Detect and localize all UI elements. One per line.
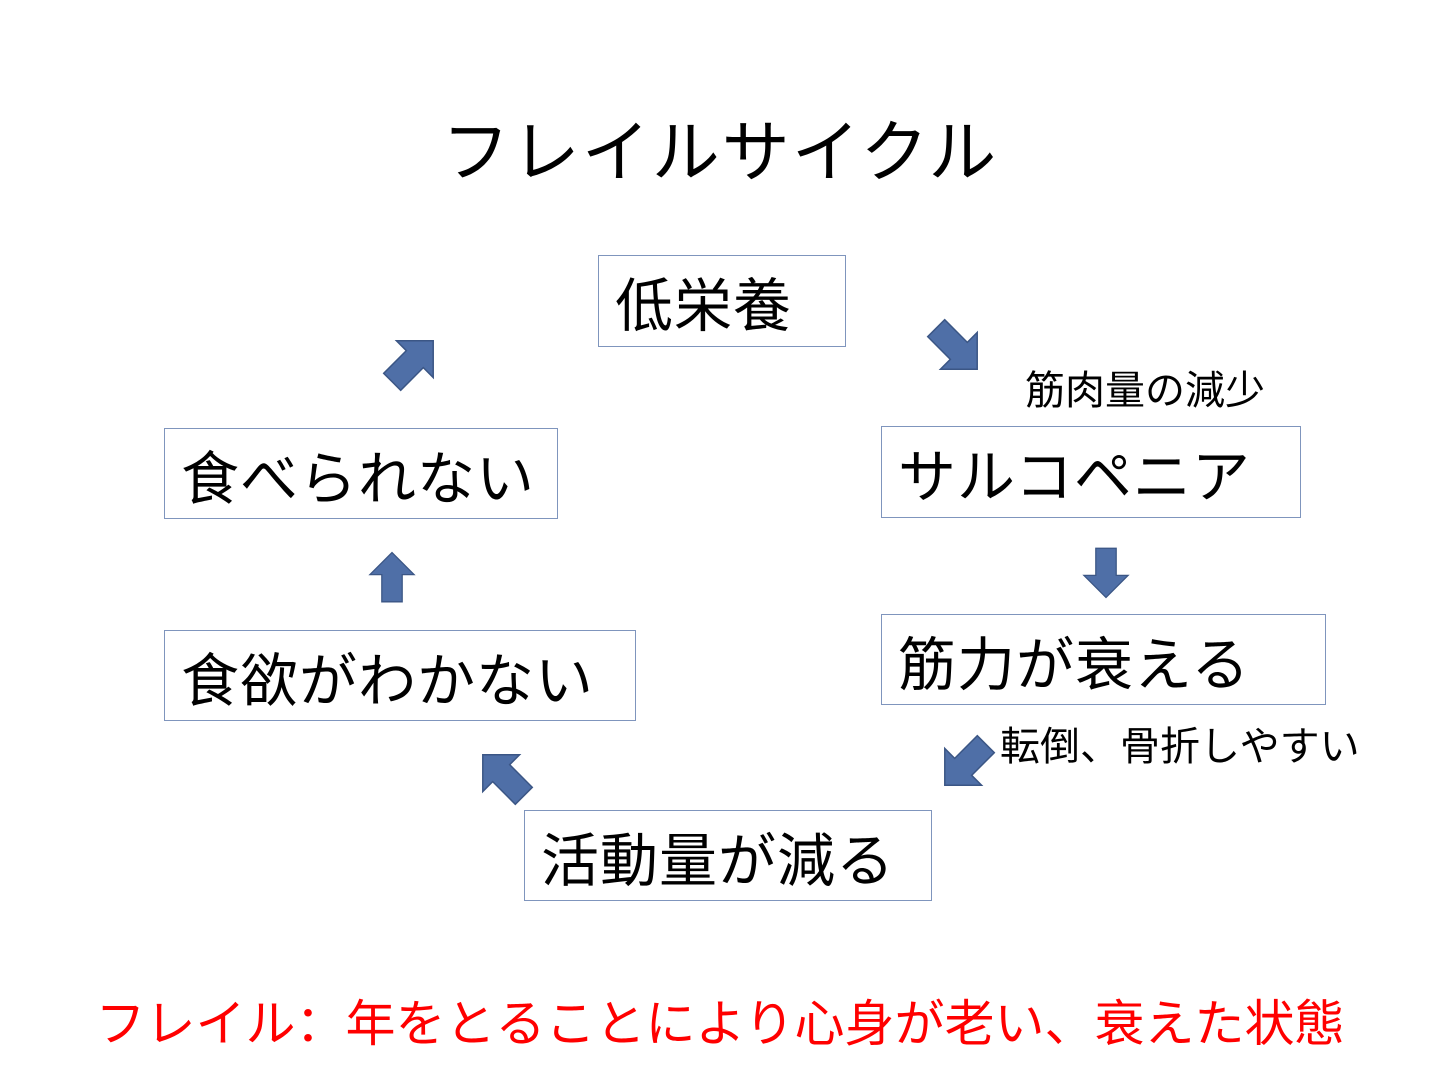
note-fall-fracture: 転倒、骨折しやすい [1000, 724, 1360, 770]
node-no-appetite: 食欲がわかない [164, 630, 636, 721]
node-strength-decline: 筋力が衰える [881, 614, 1326, 705]
arrow-eat-to-low [373, 321, 453, 401]
node-cannot-eat: 食べられない [164, 428, 558, 519]
arrow-activity-to-appetite [463, 735, 543, 815]
node-activity-decrease: 活動量が減る [524, 810, 932, 901]
arrow-sarcopenia-to-strength [1083, 547, 1129, 599]
diagram-title: フレイルサイクル [441, 114, 999, 193]
footer-definition: フレイル：年をとることにより心身が老い、衰えた状態 [95, 995, 1345, 1053]
arrow-appetite-to-eat [369, 551, 415, 603]
note-muscle-decrease: 筋肉量の減少 [1025, 368, 1265, 414]
arrow-low-to-sarcopenia [917, 309, 997, 389]
node-low-nutrition: 低栄養 [598, 255, 846, 347]
arrow-strength-to-activity [925, 725, 1005, 805]
node-sarcopenia: サルコペニア [881, 426, 1301, 518]
